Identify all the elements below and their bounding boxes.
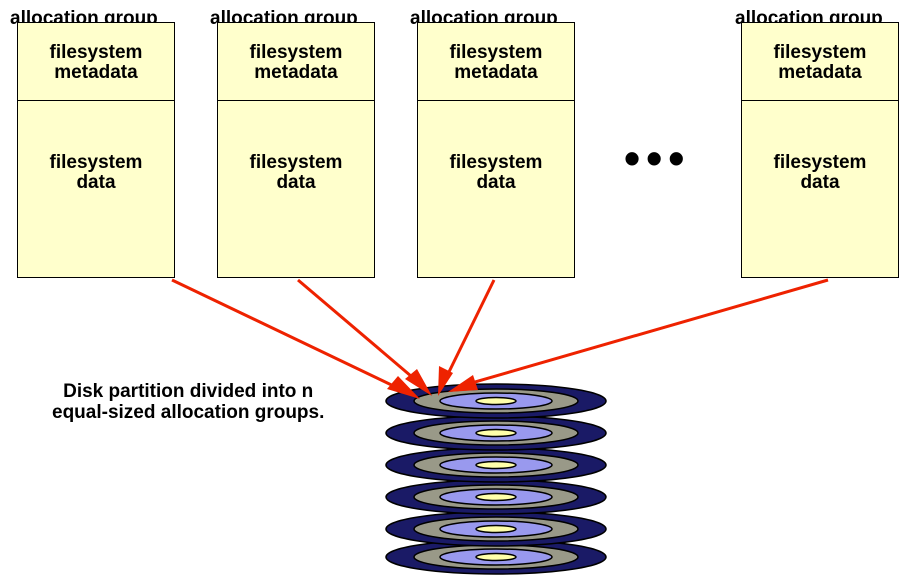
metadata-label: filesystem: [773, 41, 867, 63]
arrow-head: [448, 375, 478, 392]
platter-hub-icon: [475, 396, 517, 406]
arrow-line: [444, 279, 496, 379]
data-label: data: [800, 172, 840, 193]
platter-hub-icon: [475, 460, 517, 470]
data-label: filesystem: [249, 152, 343, 173]
arrow-line: [171, 278, 403, 392]
data-label: data: [76, 172, 116, 193]
data-section: filesystem data: [18, 101, 174, 279]
metadata-label: metadata: [54, 61, 138, 83]
allocation-group-box: filesystem metadata filesystem data: [417, 22, 575, 278]
caption-line: equal-sized allocation groups.: [52, 402, 325, 423]
metadata-label: metadata: [778, 61, 862, 83]
metadata-label: filesystem: [49, 41, 143, 63]
arrow-line: [297, 278, 419, 384]
arrows: [171, 278, 829, 399]
caption-line: Disk partition divided into n: [63, 381, 314, 402]
metadata-label: filesystem: [249, 41, 343, 63]
metadata-label: metadata: [254, 61, 338, 83]
platter-hub-icon: [475, 492, 517, 502]
data-label: filesystem: [49, 152, 143, 173]
data-label: data: [276, 172, 316, 193]
data-section: filesystem data: [418, 101, 574, 279]
metadata-label: metadata: [454, 61, 538, 83]
arrow-head: [438, 366, 453, 396]
metadata-section: filesystem metadata: [742, 23, 898, 101]
allocation-group-box: filesystem metadata filesystem data: [217, 22, 375, 278]
data-label: data: [476, 172, 516, 193]
platter-hub-icon: [475, 524, 517, 534]
allocation-group-box: filesystem metadata filesystem data: [17, 22, 175, 278]
metadata-section: filesystem metadata: [418, 23, 574, 101]
disk-caption: Disk partition divided into n equal-size…: [52, 381, 324, 423]
platter-hub-icon: [475, 552, 517, 562]
data-label: filesystem: [773, 152, 867, 173]
disk-stack-icon: [385, 383, 607, 575]
data-label: filesystem: [449, 152, 543, 173]
arrow-head: [387, 376, 420, 399]
arrow-line: [467, 278, 829, 386]
data-section: filesystem data: [742, 101, 898, 279]
arrow-head: [405, 369, 432, 396]
allocation-group-box: filesystem metadata filesystem data: [741, 22, 899, 278]
platter-hub-icon: [475, 428, 517, 438]
metadata-label: filesystem: [449, 41, 543, 63]
metadata-section: filesystem metadata: [218, 23, 374, 101]
metadata-section: filesystem metadata: [18, 23, 174, 101]
data-section: filesystem data: [218, 101, 374, 279]
